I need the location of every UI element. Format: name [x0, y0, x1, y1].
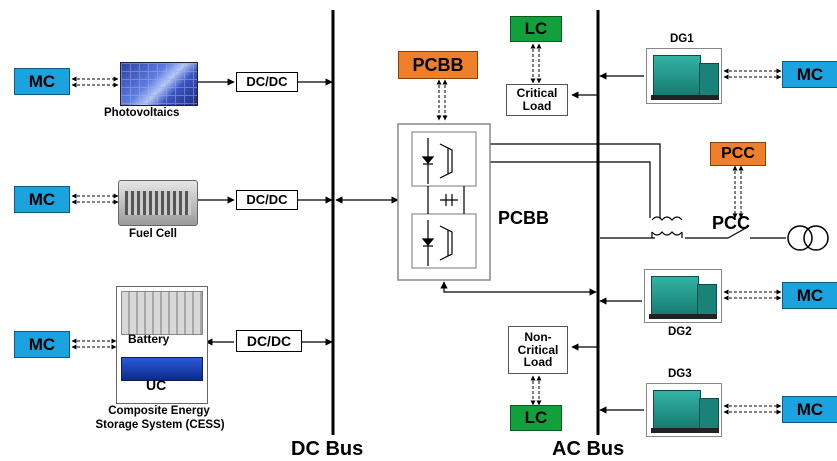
uc-image [121, 357, 203, 381]
dg2-generator-image [644, 269, 722, 323]
mc-fuel-cell-controller[interactable]: MC [14, 186, 70, 213]
dg1-generator-image [646, 48, 722, 104]
mc-dg2-controller[interactable]: MC [782, 282, 837, 309]
fuel-cell-label: Fuel Cell [129, 228, 177, 240]
dg3-generator-image [646, 383, 722, 437]
fuel-cell-image [118, 180, 198, 226]
photovoltaics-label: Photovoltaics [104, 107, 180, 119]
ac-side-lines [440, 72, 786, 414]
lc-noncritical-controller[interactable]: LC [510, 405, 562, 431]
transformer [651, 216, 683, 238]
noncritical-load-line2: Critical [517, 342, 559, 357]
mc-dg3-controller[interactable]: MC [782, 396, 837, 423]
dg1-label: DG1 [670, 33, 694, 45]
pcbb-controller[interactable]: PCBB [398, 51, 478, 79]
pcbb-label: PCBB [498, 208, 550, 228]
pcbb-switch-module-top [411, 131, 477, 187]
mc-comm-links-right [723, 68, 782, 415]
cess-label-line2: Storage System (CESS) [95, 419, 225, 431]
dcdc-converter-cess[interactable]: DC/DC [236, 330, 302, 352]
mc-comm-links-left [71, 76, 119, 350]
pcc-label: PCC [712, 213, 751, 233]
critical-load-line2: Load [522, 99, 552, 113]
battery-label: Battery [128, 332, 170, 346]
noncritical-load-line1: Non- [524, 330, 552, 345]
lc-critical-controller[interactable]: LC [510, 16, 562, 42]
grid-transformer-symbol [787, 225, 829, 251]
vertical-comm-links [436, 43, 744, 406]
cess-label-line1: Composite Energy [108, 405, 210, 417]
igbt-symbols [421, 138, 465, 266]
critical-load-box: Critical Load [506, 84, 568, 116]
pcbb-switch-module-bottom [411, 213, 477, 269]
dc-side-lines [196, 78, 399, 346]
ac-bus-label: AC Bus [552, 438, 625, 460]
uc-label: UC [146, 377, 167, 393]
dg2-label: DG2 [668, 326, 692, 338]
battery-image [121, 291, 203, 335]
dcdc-converter-fuel-cell[interactable]: DC/DC [236, 190, 298, 210]
dc-bus-label: DC Bus [291, 438, 364, 460]
noncritical-load-box: Non- Critical Load [508, 326, 568, 374]
mc-pv-controller[interactable]: MC [14, 68, 70, 95]
dg3-label: DG3 [668, 368, 692, 380]
noncritical-load-line3: Load [523, 355, 553, 370]
mc-dg1-controller[interactable]: MC [782, 61, 837, 88]
critical-load-line1: Critical [516, 86, 558, 101]
mc-cess-controller[interactable]: MC [14, 331, 70, 358]
photovoltaic-panel-image [120, 62, 198, 106]
cess-enclosure [116, 286, 208, 404]
pcc-controller[interactable]: PCC [710, 142, 766, 166]
dcdc-converter-pv[interactable]: DC/DC [236, 72, 298, 92]
